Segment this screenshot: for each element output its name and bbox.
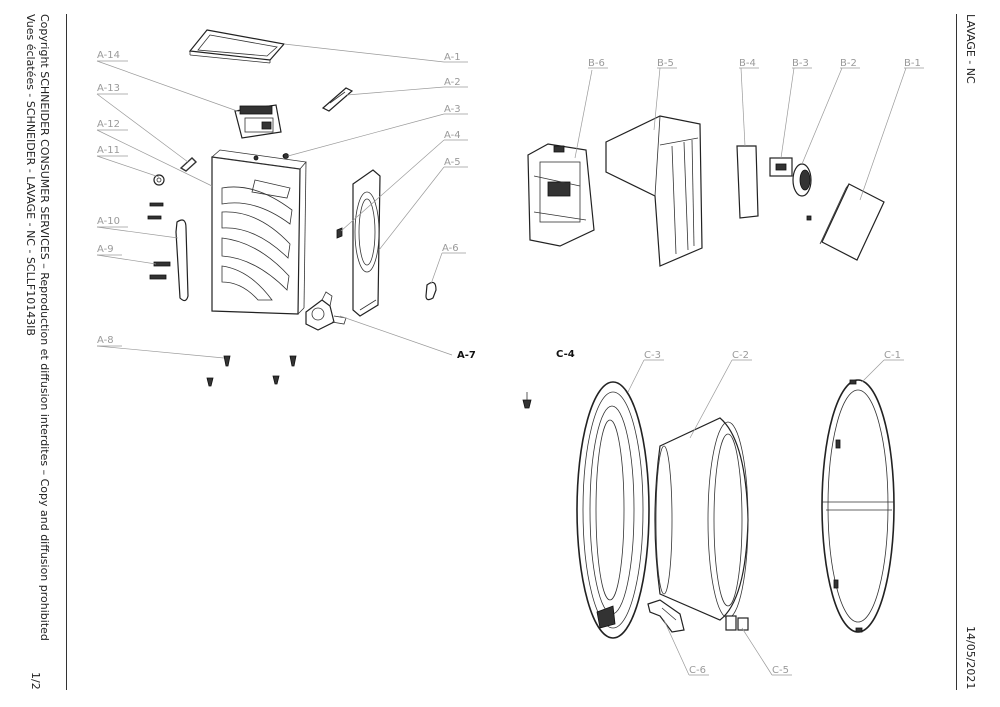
- part-a8-feet: [206, 355, 297, 387]
- part-a12-screws: [147, 202, 164, 220]
- label-a12: A-12: [97, 119, 120, 130]
- label-a6: A-6: [442, 243, 459, 254]
- part-b5-panel-fascia: [605, 115, 703, 267]
- label-a4: A-4: [444, 130, 461, 141]
- part-c3-door-frame: [576, 381, 650, 639]
- part-c5-latch: [725, 615, 749, 631]
- label-c1: C-1: [884, 350, 901, 361]
- label-b3: B-3: [792, 58, 809, 69]
- left-border-line: [66, 14, 67, 690]
- part-c2-glass-bowl: [654, 417, 749, 621]
- label-b6: B-6: [588, 58, 605, 69]
- label-c5: C-5: [772, 665, 789, 676]
- part-c6-hinge: [647, 599, 685, 633]
- part-a2-bracket: [321, 87, 354, 112]
- label-a1: A-1: [444, 52, 461, 63]
- part-a9-screws: [149, 261, 171, 280]
- leaders-group-b: [574, 67, 907, 201]
- label-c2: C-2: [732, 350, 749, 361]
- label-b4: B-4: [739, 58, 756, 69]
- leaders-group-a: [96, 43, 453, 359]
- right-border-line: [956, 14, 957, 690]
- part-a6-hinge-cover: [425, 281, 437, 301]
- label-a7: A-7: [457, 350, 476, 361]
- label-b2: B-2: [840, 58, 857, 69]
- label-a8: A-8: [97, 335, 114, 346]
- label-c4: C-4: [556, 349, 575, 360]
- labels-group-a: A-1 A-2 A-3 A-4 A-5 A-6 A-7 A-14 A-13 A-…: [97, 50, 476, 361]
- part-a4-spring: [336, 227, 343, 239]
- part-a3-clip: [283, 153, 289, 159]
- label-a13: A-13: [97, 83, 120, 94]
- part-a7-drain-pump: [305, 291, 347, 331]
- part-b1-cover: [819, 183, 885, 261]
- label-c6: C-6: [689, 665, 706, 676]
- label-b1: B-1: [904, 58, 921, 69]
- part-b2-knob: [792, 163, 812, 221]
- labels-group-b: B-6 B-5 B-4 B-3 B-2 B-1: [588, 58, 924, 69]
- label-a3: A-3: [444, 104, 461, 115]
- part-a14-drawer-housing: [234, 104, 282, 139]
- labels-group-c: C-3 C-2 C-1 C-4 C-6 C-5: [556, 349, 904, 676]
- part-a11-bushing: [153, 174, 165, 186]
- label-a14: A-14: [97, 50, 120, 61]
- part-b6-control-module: [527, 143, 595, 247]
- part-b4-display-strip: [736, 145, 759, 219]
- label-a10: A-10: [97, 216, 120, 227]
- part-a1-top-lid: [188, 29, 286, 64]
- part-a10-side-strip: [175, 219, 189, 302]
- part-b3-knob-base: [769, 157, 793, 177]
- part-c4-screw: [522, 392, 532, 409]
- label-b5: B-5: [657, 58, 674, 69]
- leaders-group-c: [627, 359, 885, 676]
- part-c1-outer-ring: [821, 379, 895, 633]
- part-a13-small-hose: [179, 157, 198, 172]
- part-cabinet-body: [211, 149, 307, 315]
- label-a5: A-5: [444, 157, 461, 168]
- label-a11: A-11: [97, 145, 120, 156]
- label-a2: A-2: [444, 77, 461, 88]
- label-c3: C-3: [644, 350, 661, 361]
- part-a5-front-panel: [352, 169, 381, 317]
- label-a9: A-9: [97, 244, 114, 255]
